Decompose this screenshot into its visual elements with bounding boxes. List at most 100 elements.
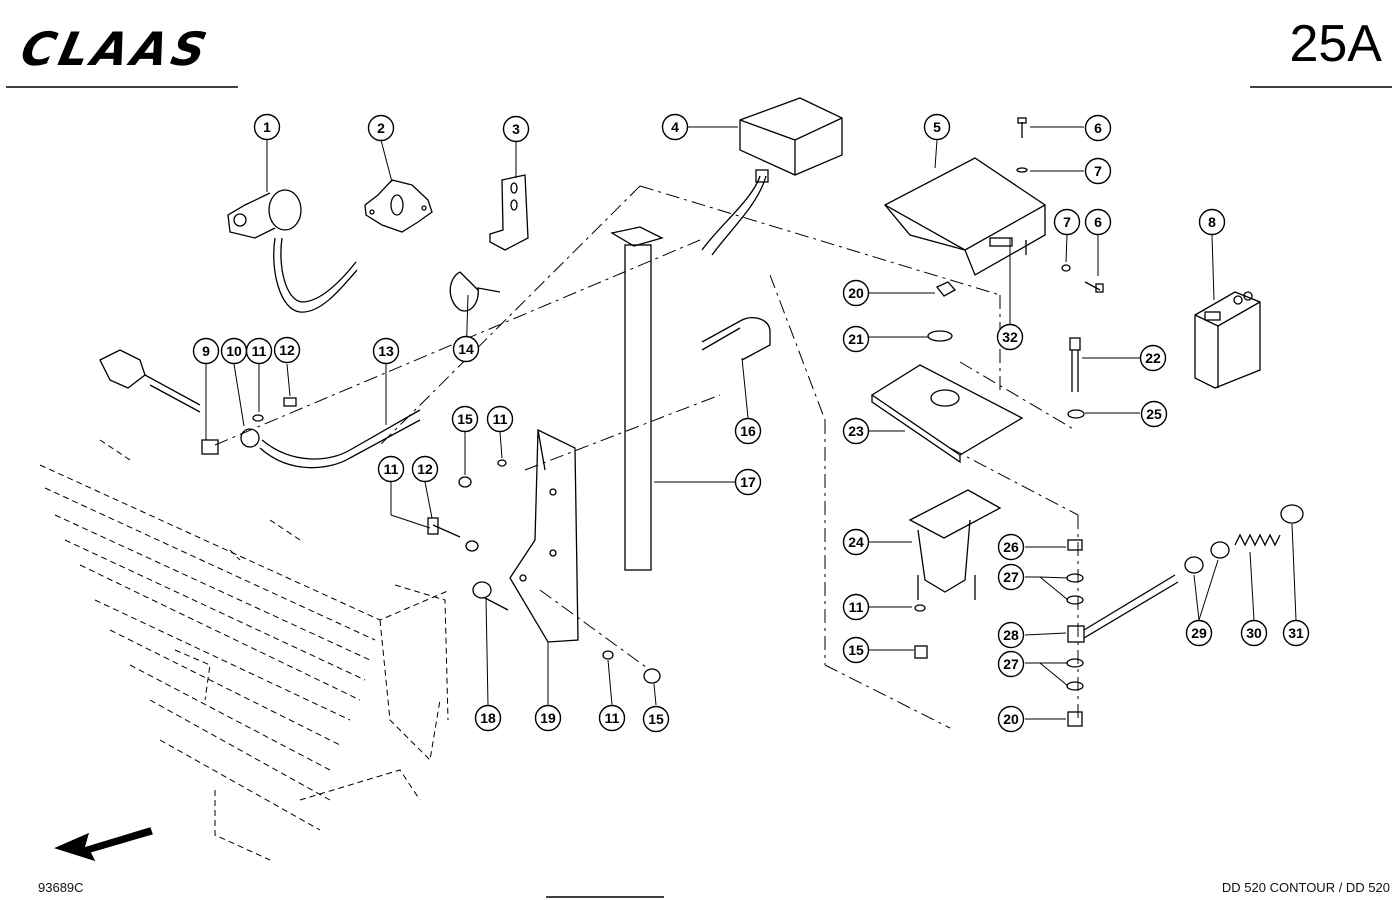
- callout-20: 20: [997, 705, 1025, 733]
- callout-12: 12: [273, 336, 301, 364]
- callout-11: 11: [598, 704, 626, 732]
- callout-label: 11: [252, 343, 267, 359]
- callout-26: 26: [997, 533, 1025, 561]
- callout-31: 31: [1282, 619, 1310, 647]
- callout-16: 16: [734, 417, 762, 445]
- part-3-bracket: [489, 174, 529, 251]
- callout-label: 20: [848, 285, 864, 301]
- part-5-cover: [883, 157, 1046, 276]
- callout-10: 10: [220, 337, 248, 365]
- sheet-number: 25A: [1289, 15, 1382, 73]
- parts-9-12-connector: [99, 349, 421, 469]
- callout-label: 8: [1208, 214, 1216, 230]
- callout-label: 22: [1145, 350, 1161, 366]
- callout-18: 18: [474, 704, 502, 732]
- callout-label: 15: [457, 411, 473, 427]
- callout-label: 21: [848, 331, 864, 347]
- callout-1: 1: [253, 113, 281, 141]
- fasteners-11-12-15-18: [427, 459, 661, 684]
- part-17-mast: [610, 226, 664, 571]
- callout-32: 32: [996, 323, 1024, 351]
- assembly-outline: [214, 185, 1079, 729]
- callout-label: 14: [458, 341, 474, 357]
- callout-29: 29: [1185, 619, 1213, 647]
- callout-17: 17: [734, 468, 762, 496]
- callout-11: 11: [377, 455, 405, 483]
- callout-label: 25: [1146, 406, 1162, 422]
- callout-label: 28: [1003, 627, 1019, 643]
- callout-21: 21: [842, 325, 870, 353]
- callout-30: 30: [1240, 619, 1268, 647]
- callout-label: 11: [384, 461, 399, 477]
- callout-11: 11: [486, 405, 514, 433]
- callout-7: 7: [1053, 208, 1081, 236]
- callout-label: 17: [740, 474, 756, 490]
- callout-2: 2: [367, 114, 395, 142]
- callout-label: 11: [493, 411, 508, 427]
- callout-label: 27: [1003, 656, 1019, 672]
- callout-7: 7: [1084, 157, 1112, 185]
- callout-label: 7: [1094, 163, 1102, 179]
- callout-label: 6: [1094, 120, 1102, 136]
- part-14-cable-tie: [449, 271, 501, 312]
- drawing-number: 93689C: [38, 880, 84, 895]
- callout-label: 13: [378, 343, 394, 359]
- callout-label: 2: [377, 120, 385, 136]
- callout-4: 4: [661, 113, 689, 141]
- callout-12: 12: [411, 455, 439, 483]
- callout-label: 9: [202, 343, 210, 359]
- machine-frame: [39, 439, 451, 861]
- callout-label: 4: [671, 119, 679, 135]
- callout-label: 10: [226, 343, 242, 359]
- fasteners-6-7: [1016, 117, 1104, 293]
- callout-13: 13: [372, 337, 400, 365]
- part-23-plate: [870, 364, 1024, 464]
- callout-27: 27: [997, 650, 1025, 678]
- callout-label: 15: [648, 711, 664, 727]
- callout-11: 11: [245, 337, 273, 365]
- callout-24: 24: [842, 528, 870, 556]
- callout-label: 11: [849, 599, 864, 615]
- callout-3: 3: [502, 115, 530, 143]
- callout-label: 30: [1246, 625, 1262, 641]
- callout-28: 28: [997, 621, 1025, 649]
- callout-23: 23: [842, 417, 870, 445]
- arrow-down-left-icon: [54, 827, 153, 862]
- callout-20: 20: [842, 279, 870, 307]
- part-16-u-bolt: [701, 317, 771, 361]
- part-1-sensor: [227, 189, 358, 313]
- callout-label: 20: [1003, 711, 1019, 727]
- parts-20-21: [927, 281, 957, 342]
- callout-label: 23: [848, 423, 864, 439]
- callout-22: 22: [1139, 344, 1167, 372]
- callout-label: 26: [1003, 539, 1019, 555]
- callout-label: 31: [1288, 625, 1304, 641]
- callout-label: 1: [263, 119, 271, 135]
- part-8-receiver: [1194, 291, 1261, 389]
- callout-27: 27: [997, 563, 1025, 591]
- model-label: DD 520 CONTOUR / DD 520: [1221, 880, 1390, 895]
- callout-label: 6: [1094, 214, 1102, 230]
- callout-25: 25: [1140, 400, 1168, 428]
- callout-label: 32: [1002, 329, 1018, 345]
- callout-15: 15: [842, 636, 870, 664]
- parts-26-28-stack: [914, 539, 1179, 727]
- callout-label: 18: [480, 710, 496, 726]
- callout-label: 11: [605, 710, 620, 726]
- callout-label: 5: [933, 119, 941, 135]
- leader-lines: [205, 126, 1297, 720]
- callout-5: 5: [923, 113, 951, 141]
- callout-8: 8: [1198, 208, 1226, 236]
- callout-14: 14: [452, 335, 480, 363]
- callout-6: 6: [1084, 114, 1112, 142]
- callout-label: 7: [1063, 214, 1071, 230]
- callout-19: 19: [534, 704, 562, 732]
- callout-15: 15: [642, 705, 670, 733]
- callout-label: 24: [848, 534, 864, 550]
- callout-label: 3: [512, 121, 520, 137]
- parts-22-25: [1067, 337, 1085, 419]
